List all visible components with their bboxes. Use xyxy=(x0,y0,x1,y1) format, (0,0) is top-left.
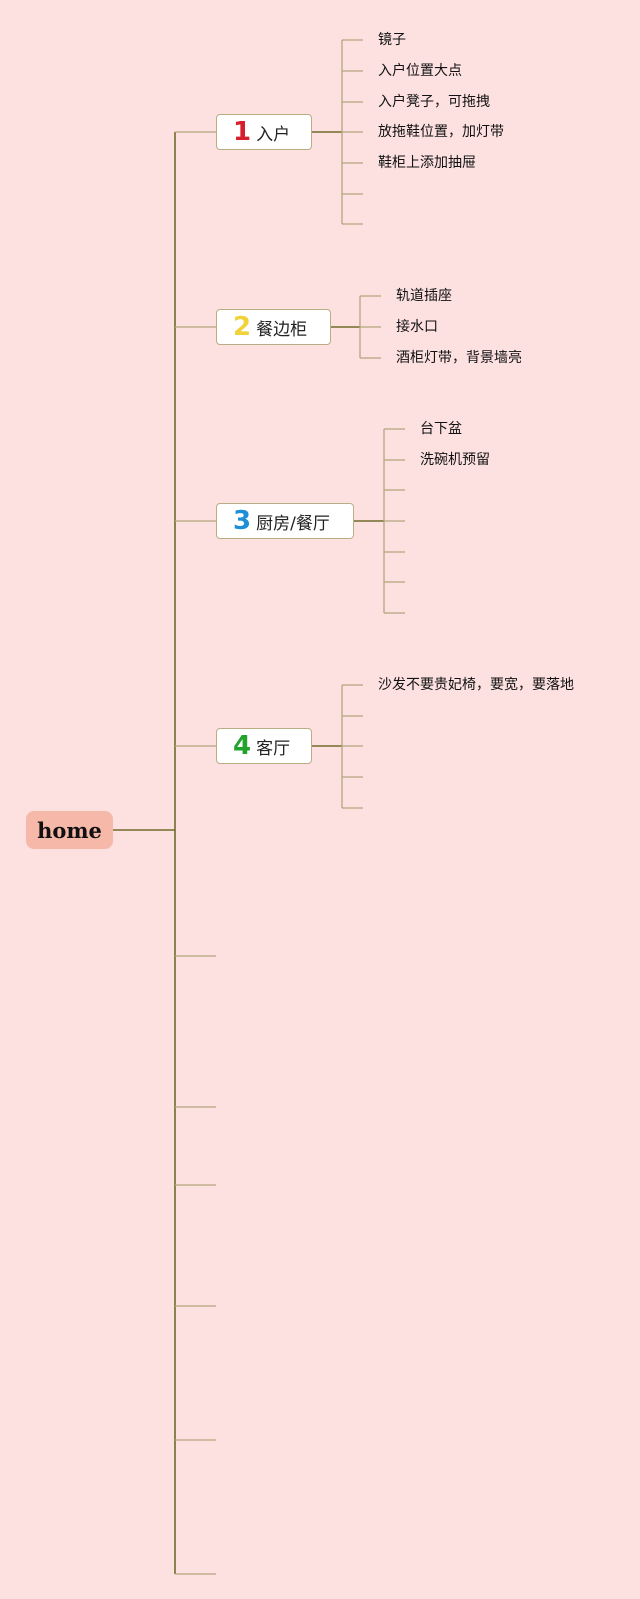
number-1-icon: 1 xyxy=(233,117,252,147)
leaf-item[interactable]: 沙发不要贵妃椅，要宽，要落地 xyxy=(378,677,574,693)
leaf-item[interactable]: 轨道插座 xyxy=(396,288,452,304)
topic-label: 厨房/餐厅 xyxy=(256,513,330,534)
topic-node-entrance[interactable]: 1 入户 xyxy=(216,114,312,150)
leaf-item[interactable]: 入户位置大点 xyxy=(378,63,462,79)
leaf-item[interactable]: 接水口 xyxy=(396,319,438,335)
leaf-item[interactable]: 入户凳子，可拖拽 xyxy=(378,94,490,110)
topic-node-kitchen-dining[interactable]: 3 厨房/餐厅 xyxy=(216,503,354,539)
root-label: home xyxy=(37,817,102,843)
leaf-item[interactable]: 酒柜灯带，背景墙亮 xyxy=(396,350,522,366)
root-node[interactable]: home xyxy=(26,811,113,849)
topic-label: 餐边柜 xyxy=(256,319,308,340)
number-2-icon: 2 xyxy=(233,312,252,342)
number-4-icon: 4 xyxy=(233,731,252,761)
leaf-item[interactable]: 洗碗机预留 xyxy=(420,452,490,468)
topic-node-sideboard[interactable]: 2 餐边柜 xyxy=(216,309,331,345)
leaf-item[interactable]: 放拖鞋位置，加灯带 xyxy=(378,124,504,140)
number-3-icon: 3 xyxy=(233,506,252,536)
topic-node-living-room[interactable]: 4 客厅 xyxy=(216,728,312,764)
topic-label: 客厅 xyxy=(256,738,291,759)
leaf-item[interactable]: 鞋柜上添加抽屉 xyxy=(378,155,476,171)
leaf-item[interactable]: 台下盆 xyxy=(420,421,462,437)
leaf-item[interactable]: 镜子 xyxy=(378,32,406,48)
topic-label: 入户 xyxy=(256,124,291,145)
